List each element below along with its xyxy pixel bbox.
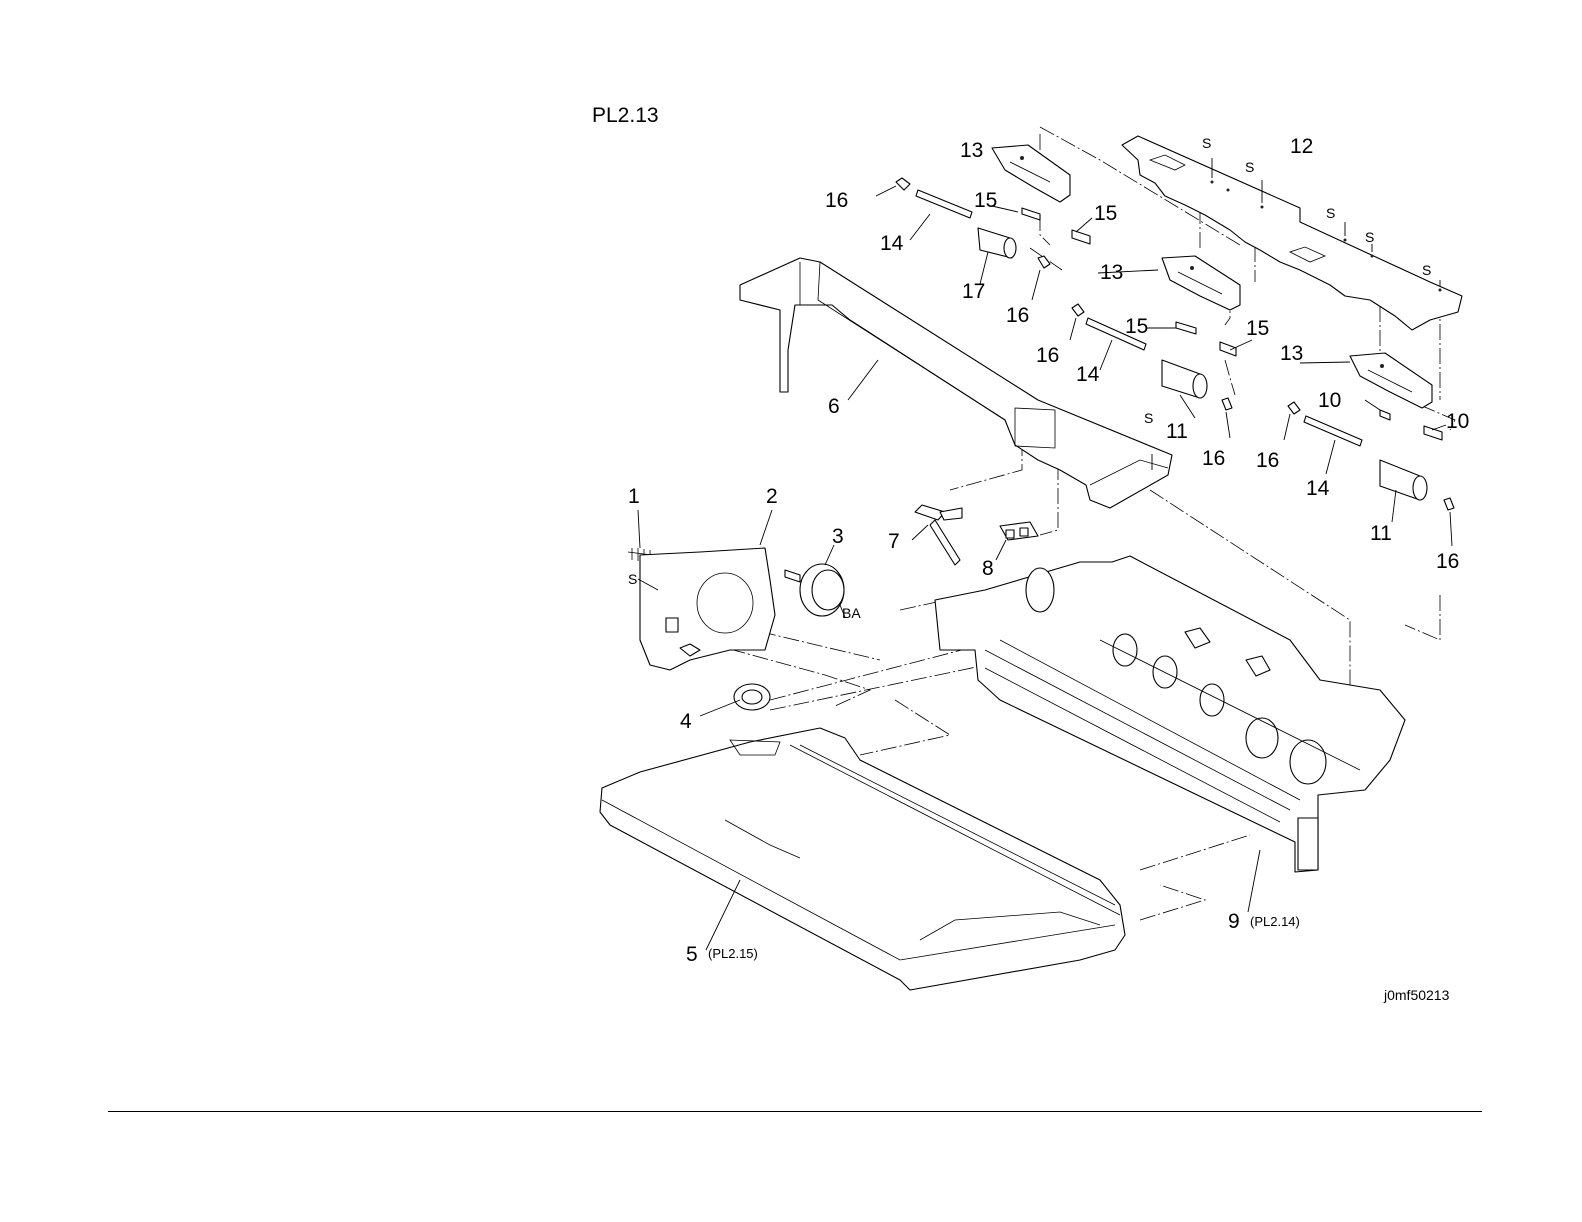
label-part-16-a: 16	[825, 189, 848, 212]
screw-mark-2: S	[1245, 159, 1254, 175]
label-part-3: 3	[832, 525, 844, 548]
label-part-16-f: 16	[1436, 550, 1459, 573]
label-part-17: 17	[962, 280, 985, 303]
label-part-14-a: 14	[880, 232, 904, 255]
label-part-5: 5	[686, 943, 698, 966]
screw-mark-4: S	[1365, 229, 1374, 245]
part-3-gear	[785, 564, 844, 616]
label-part-16-e: 16	[1256, 449, 1279, 472]
label-part-13-middle: 13	[1100, 261, 1123, 284]
part-6-guide-frame	[740, 258, 1172, 508]
label-part-14-b: 14	[1076, 363, 1100, 386]
label-part-15-a: 15	[974, 189, 997, 212]
screw-mark-1: S	[1202, 135, 1211, 151]
label-part-12: 12	[1290, 135, 1313, 158]
label-part-15-d: 15	[1246, 317, 1269, 340]
label-part-1: 1	[628, 485, 640, 508]
part-8-sensor	[1000, 522, 1038, 540]
ref-part-9: (PL2.14)	[1250, 914, 1300, 929]
part-4-torsion-spring	[734, 684, 770, 710]
screw-mark-5: S	[1422, 262, 1431, 278]
screw-mark-7: S	[628, 571, 637, 587]
label-part-11-b: 11	[1370, 522, 1392, 545]
label-part-16-b: 16	[1006, 304, 1029, 327]
part-13-bracket-lower	[1350, 353, 1432, 408]
label-part-7: 7	[888, 530, 900, 553]
screw-mark-3: S	[1326, 205, 1335, 221]
part-12-top-bracket	[1122, 136, 1462, 330]
screw-mark-6: S	[1144, 410, 1153, 426]
label-part-13-upper: 13	[960, 139, 983, 162]
label-part-8: 8	[982, 557, 994, 580]
part-13-bracket-middle	[1162, 256, 1240, 310]
label-part-14-c: 14	[1306, 477, 1330, 500]
label-part-9: 9	[1228, 910, 1240, 933]
label-part-6: 6	[828, 395, 840, 418]
label-part-16-d: 16	[1202, 447, 1225, 470]
label-part-15-b: 15	[1094, 202, 1117, 225]
label-part-2: 2	[766, 485, 778, 508]
part-7-actuator	[915, 505, 962, 565]
screw-marks: S S S S S S S	[628, 135, 1431, 587]
part-5-document-tray	[600, 728, 1125, 990]
label-part-15-c: 15	[1125, 315, 1148, 338]
label-part-10-a: 10	[1318, 389, 1341, 412]
label-part-4: 4	[680, 710, 692, 733]
middle-roller-set	[1072, 304, 1236, 410]
label-part-10-b: 10	[1446, 410, 1469, 433]
label-part-16-c: 16	[1036, 344, 1059, 367]
ref-ba: BA	[842, 605, 861, 621]
ref-part-5: (PL2.15)	[708, 946, 758, 961]
part-2-side-bracket	[640, 548, 775, 670]
part-9-feeder-assembly	[935, 556, 1405, 872]
label-part-11-a: 11	[1166, 420, 1188, 443]
label-part-13-lower: 13	[1280, 342, 1303, 365]
part-13-bracket-upper	[992, 145, 1070, 202]
